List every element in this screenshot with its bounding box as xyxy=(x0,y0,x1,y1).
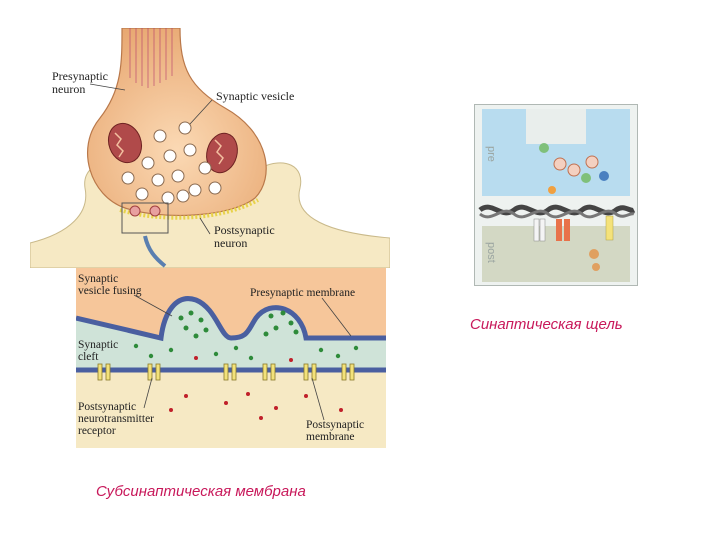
presynaptic-neuron-label: Presynaptic neuron xyxy=(52,69,111,96)
synapse-overview-figure: Presynaptic neuron Synaptic vesicle Post… xyxy=(30,28,390,268)
caption-synaptic-cleft: Синаптическая щель xyxy=(470,316,623,333)
caption-subsynaptic-membrane: Субсинаптическая мембрана xyxy=(96,483,306,500)
synapse-schematic-figure: pre post xyxy=(474,104,638,286)
schematic-pre-label: pre xyxy=(485,146,497,162)
presynaptic-membrane-label: Presynaptic membrane xyxy=(250,287,355,299)
schematic-post-label: post xyxy=(485,242,497,263)
presynaptic-terminal-shape xyxy=(88,28,267,215)
synaptic-cleft-inset-figure: Synaptic vesicle fusing Presynaptic memb… xyxy=(76,268,386,448)
synaptic-vesicle-label: Synaptic vesicle xyxy=(216,89,294,103)
